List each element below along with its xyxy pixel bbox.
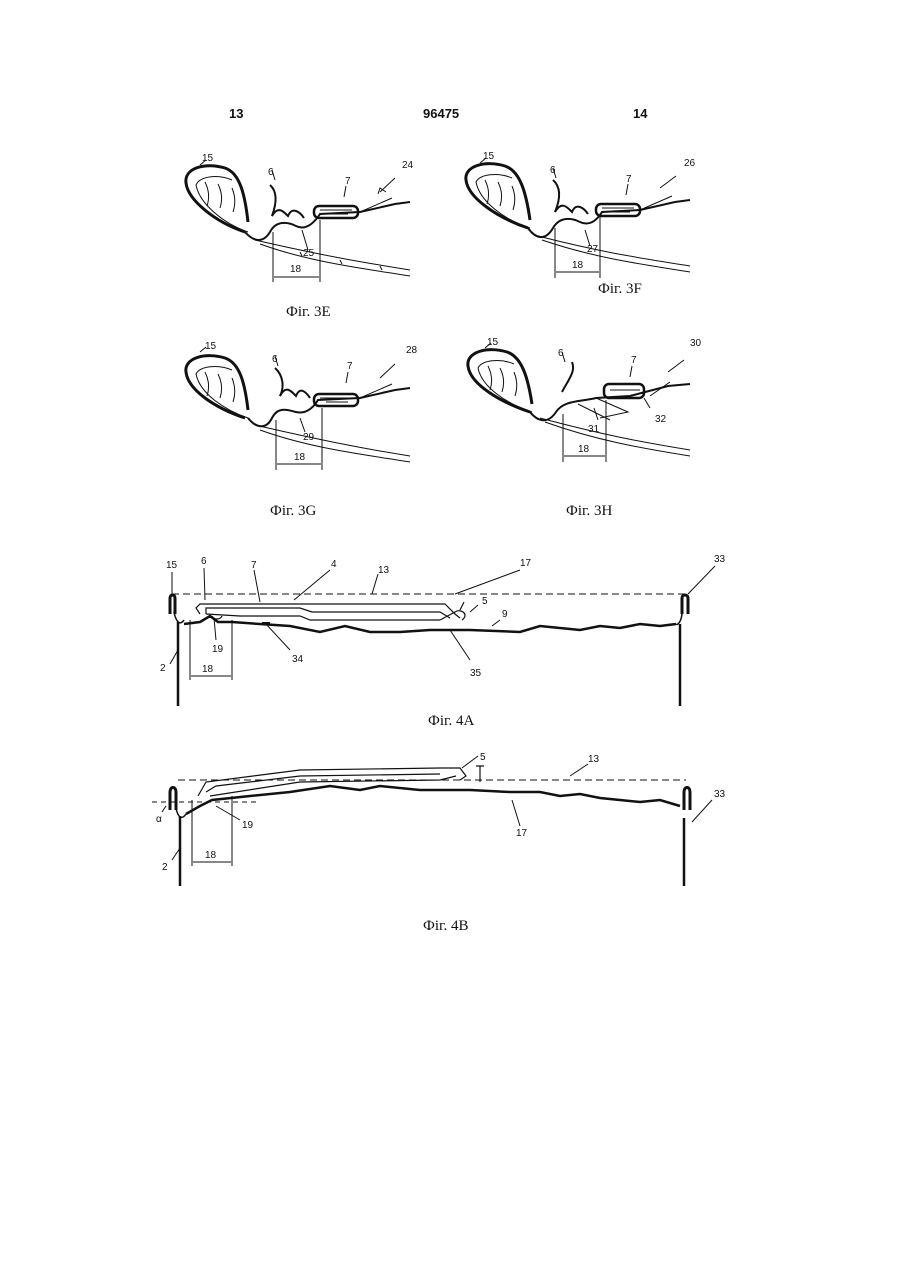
fig4a-label-4: 4 <box>331 559 337 570</box>
fig3g-label-6: 6 <box>272 354 278 365</box>
fig3e-label-6: 6 <box>268 167 274 178</box>
caption-fig-3f: Фіг. 3F <box>598 281 642 298</box>
fig3g-label-7: 7 <box>347 361 353 372</box>
fig4a-label-5: 5 <box>482 596 488 607</box>
fig4a-label-15: 15 <box>166 560 178 571</box>
fig4b-label-5: 5 <box>480 752 486 763</box>
fig3h-label-18: 18 <box>578 444 590 455</box>
figure-3h-drawing: 15 6 7 30 32 31 18 <box>468 337 702 462</box>
fig3g-label-29: 29 <box>303 432 315 443</box>
figure-4b-drawing: 5 13 33 α 19 17 2 18 <box>152 752 726 886</box>
fig3e-label-18: 18 <box>290 264 302 275</box>
fig3e-label-24: 24 <box>402 160 414 171</box>
fig3f-label-26: 26 <box>684 158 696 169</box>
fig4b-label-33: 33 <box>714 789 726 800</box>
fig3g-label-15: 15 <box>205 341 217 352</box>
fig4a-label-13: 13 <box>378 565 390 576</box>
caption-fig-3e: Фіг. 3E <box>286 304 331 321</box>
fig3f-label-15: 15 <box>483 151 495 162</box>
fig4b-label-17: 17 <box>516 828 528 839</box>
fig4b-label-19: 19 <box>242 820 254 831</box>
figure-3f-drawing: 15 6 7 26 27 18 <box>466 151 696 278</box>
fig4a-label-34: 34 <box>292 654 304 665</box>
fig3h-label-15: 15 <box>487 337 499 348</box>
fig4b-label-alpha: α <box>156 814 162 825</box>
fig4b-label-18: 18 <box>205 850 217 861</box>
fig3h-label-7: 7 <box>631 355 637 366</box>
fig4a-label-17: 17 <box>520 558 532 569</box>
fig4a-label-33: 33 <box>714 554 726 565</box>
caption-fig-4a: Фіг. 4A <box>428 713 474 730</box>
fig4a-label-6: 6 <box>201 556 207 567</box>
fig4a-label-18: 18 <box>202 664 214 675</box>
caption-fig-3g: Фіг. 3G <box>270 503 316 520</box>
fig3e-label-25: 25 <box>303 248 315 259</box>
fig4a-label-7: 7 <box>251 560 257 571</box>
fig3f-label-18: 18 <box>572 260 584 271</box>
fig4a-label-35: 35 <box>470 668 482 679</box>
caption-fig-3h: Фіг. 3H <box>566 503 612 520</box>
fig3f-label-27: 27 <box>587 244 599 255</box>
fig4a-label-2: 2 <box>160 663 166 674</box>
fig3f-label-7: 7 <box>626 174 632 185</box>
figure-4a-drawing: 15 6 7 4 13 17 33 5 9 2 19 34 35 18 <box>160 554 726 706</box>
fig4a-label-19: 19 <box>212 644 224 655</box>
fig3e-label-15: 15 <box>202 153 214 164</box>
caption-fig-4b: Фіг. 4B <box>423 918 468 935</box>
fig3e-label-7: 7 <box>345 176 351 187</box>
fig4b-label-2: 2 <box>162 862 168 873</box>
fig3g-label-28: 28 <box>406 345 418 356</box>
fig3f-label-6: 6 <box>550 165 556 176</box>
fig4a-label-9: 9 <box>502 609 508 620</box>
figure-3e-drawing: 15 6 7 24 25 18 <box>186 153 414 282</box>
fig3h-label-32: 32 <box>655 414 667 425</box>
fig3h-label-6: 6 <box>558 348 564 359</box>
fig3g-label-18: 18 <box>294 452 306 463</box>
fig4b-label-13: 13 <box>588 754 600 765</box>
figure-3g-drawing: 15 6 7 28 29 18 <box>186 341 418 470</box>
fig3h-label-31: 31 <box>588 424 600 435</box>
fig3h-label-30: 30 <box>690 338 702 349</box>
